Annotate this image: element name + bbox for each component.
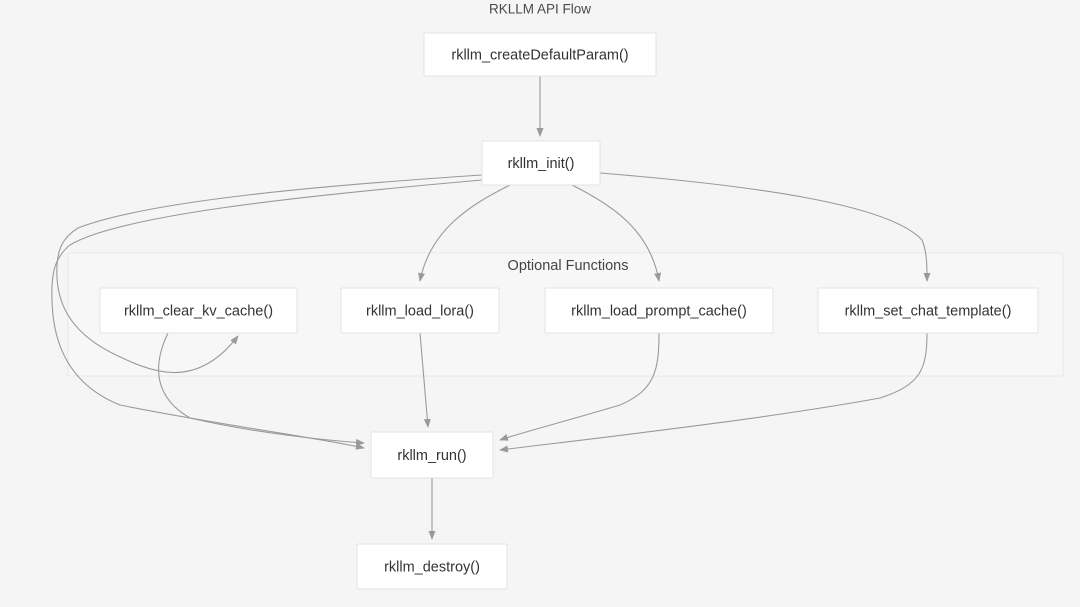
node-box-load_prompt_cache[interactable] (544, 287, 774, 334)
node-box-init[interactable] (481, 140, 601, 186)
node-load_lora[interactable]: rkllm_load_lora() (340, 287, 500, 334)
edge-init-to-load_prompt_cache (571, 184, 662, 282)
edge-layer (51, 76, 931, 540)
node-create_default_param[interactable]: rkllm_createDefaultParam() (423, 32, 657, 77)
node-label-load_lora: rkllm_load_lora() (366, 303, 474, 319)
node-box-clear_kv_cache[interactable] (99, 287, 298, 334)
cluster-label-optional-functions: Optional Functions (508, 258, 629, 274)
node-run[interactable]: rkllm_run() (370, 431, 494, 479)
edge-load_lora-to-run (419, 332, 431, 428)
node-set_chat_template[interactable]: rkllm_set_chat_template() (817, 287, 1039, 334)
node-label-create_default_param: rkllm_createDefaultParam() (451, 47, 628, 63)
node-label-clear_kv_cache: rkllm_clear_kv_cache() (124, 303, 273, 319)
node-box-destroy[interactable] (356, 543, 508, 590)
node-load_prompt_cache[interactable]: rkllm_load_prompt_cache() (544, 287, 774, 334)
node-box-create_default_param[interactable] (423, 32, 657, 77)
node-box-set_chat_template[interactable] (817, 287, 1039, 334)
node-label-set_chat_template: rkllm_set_chat_template() (845, 303, 1012, 319)
edge-load_prompt_cache-to-run (499, 332, 660, 441)
node-box-run[interactable] (370, 431, 494, 479)
node-layer: rkllm_createDefaultParam() rkllm_init()rk… (99, 32, 1039, 590)
edge-init-to-load_lora (418, 184, 511, 282)
node-destroy[interactable]: rkllm_destroy() (356, 543, 508, 590)
node-label-run: rkllm_run() (397, 448, 466, 464)
node-label-init: rkllm_init() (508, 156, 575, 172)
node-box-load_lora[interactable] (340, 287, 500, 334)
edge-set_chat_template-to-run (499, 332, 928, 453)
edge-init-to-clear_kv_cache (56, 174, 483, 373)
node-label-destroy: rkllm_destroy() (384, 559, 480, 575)
node-label-load_prompt_cache: rkllm_load_prompt_cache() (571, 303, 747, 319)
page-title: RKLLM API Flow (489, 2, 591, 17)
node-clear_kv_cache[interactable]: rkllm_clear_kv_cache() (99, 287, 298, 334)
edge-init-to-set_chat_template (599, 172, 931, 282)
node-init[interactable]: rkllm_init() (481, 140, 601, 186)
edge-init-to-run (51, 179, 483, 450)
